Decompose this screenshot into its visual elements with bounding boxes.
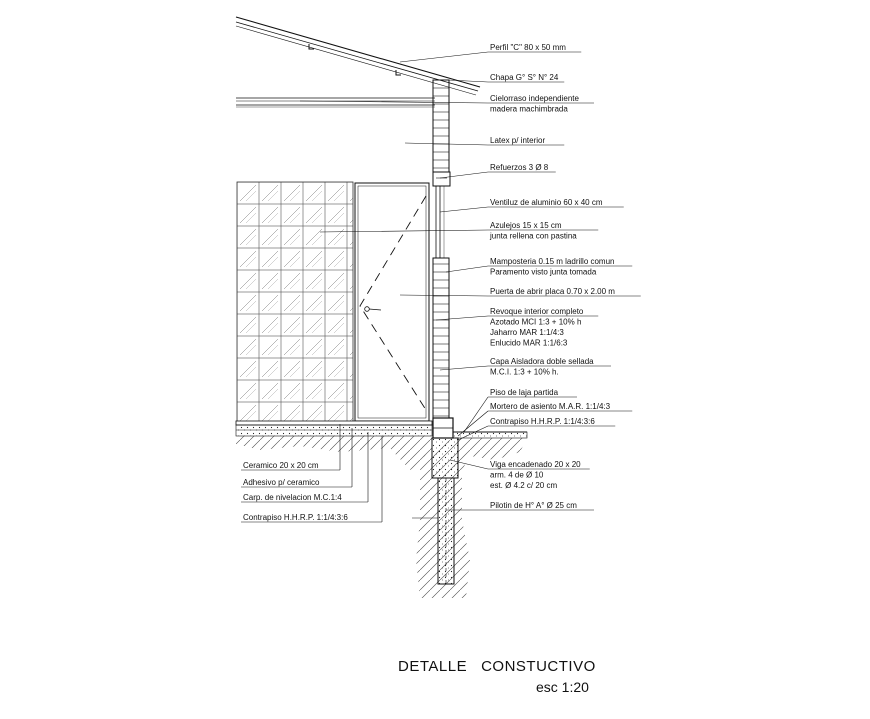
label-text: Capa Aisladora doble sellada (490, 357, 594, 366)
label-text: Mamposteria 0.15 m ladrillo comun (490, 257, 615, 266)
bond-beam (432, 171, 451, 187)
label-text: Mortero de asiento M.A.R. 1:1/4:3 (490, 402, 611, 411)
label-puerta: Puerta de abrir placa 0.70 x 2.00 m (399, 287, 641, 297)
leader-line (319, 229, 489, 233)
leader-line (299, 100, 489, 104)
leader-line (399, 51, 489, 63)
label-text: Ventiluz de aluminio 60 x 40 cm (490, 198, 603, 207)
label-text: Contrapiso H.H.R.P. 1:1/4:3:6 (243, 513, 348, 522)
label-text: Adhesivo p/ ceramico (243, 478, 320, 487)
label-text: Paramento visto junta tomada (490, 268, 597, 277)
label-text: est. Ø 4.2 c/ 20 cm (490, 481, 557, 490)
label-adhesivo: Adhesivo p/ ceramico (241, 428, 353, 488)
label-text: Perfil "C" 80 x 50 mm (490, 43, 566, 52)
label-text: Latex p/ interior (490, 136, 545, 145)
label-mortero: Mortero de asiento M.A.R. 1:1/4:3 (457, 402, 633, 437)
annotation-labels-right: Perfil "C" 80 x 50 mm Chapa G° S° N° 24 Ci… (299, 43, 641, 511)
leader-line (439, 171, 489, 179)
annotation-labels-left: Ceramico 20 x 20 cm Adhesivo p/ ceramicoC… (241, 424, 383, 523)
label-chapa: Chapa G° S° N° 24 (447, 73, 565, 83)
label-text: Pilotin de H° A° Ø 25 cm (490, 501, 577, 510)
label-perfil: Perfil "C" 80 x 50 mm (399, 43, 582, 63)
label-text: M.C.I. 1:3 + 10% h. (490, 368, 559, 377)
drawing-scale: esc 1:20 (536, 679, 589, 695)
label-text: Contrapiso H.H.R.P. 1:1/4:3:6 (490, 417, 595, 426)
label-viga: Viga encadenado 20 x 20 arm. 4 de Ø 10est… (449, 459, 590, 490)
leader-line (457, 425, 489, 441)
label-text: Puerta de abrir placa 0.70 x 2.00 m (490, 287, 615, 296)
label-text: Azotado MCI 1:3 + 10% h (490, 318, 581, 327)
label-text: Carp. de nivelacion M.C.1:4 (243, 493, 342, 502)
label-text: madera machimbrada (490, 105, 568, 114)
label-text: Refuerzos 3 Ø 8 (490, 163, 549, 172)
label-text: Cielorraso independiente (490, 94, 580, 103)
leader-line (439, 365, 489, 371)
label-mamposteria: Mamposteria 0.15 m ladrillo comunParamen… (445, 257, 633, 277)
label-contrapiso_r: Contrapiso H.H.R.P. 1:1/4:3:6 (457, 417, 616, 441)
leader-line (399, 294, 489, 297)
leader-line (447, 79, 489, 83)
leader-line (445, 265, 489, 273)
label-piso: Piso de laja partida (463, 388, 577, 433)
drawing-title: DETALLE CONSTUCTIVO (398, 658, 596, 675)
label-text: arm. 4 de Ø 10 (490, 471, 544, 480)
leader-line (449, 459, 489, 470)
label-text: Jaharro MAR 1:1/4:3 (490, 328, 564, 337)
label-ceramico: Ceramico 20 x 20 cm (241, 424, 341, 471)
leader-line (439, 206, 489, 213)
lower-brick-wall (432, 257, 450, 419)
label-text: Revoque interior completo (490, 307, 584, 316)
upper-brick-wall (432, 79, 450, 173)
label-carpeta: Carp. de nivelacion M.C.1:4 (241, 432, 369, 503)
label-text: Viga encadenado 20 x 20 (490, 460, 581, 469)
door-elevation (354, 182, 430, 422)
label-refuerzos: Refuerzos 3 Ø 8 (439, 163, 556, 179)
leader-line (457, 410, 489, 437)
tiled-wall (236, 181, 354, 423)
label-text: Enlucido MAR 1:1/6:3 (490, 339, 568, 348)
floor-layers (235, 420, 528, 439)
label-ventiluz: Ventiluz de aluminio 60 x 40 cm (439, 198, 624, 213)
label-text: Azulejos 15 x 15 cm (490, 221, 562, 230)
label-text: Piso de laja partida (490, 388, 559, 397)
label-text: junta rellena con pastina (489, 232, 577, 241)
ceiling-boards (236, 97, 435, 108)
label-contrapiso_l: Contrapiso H.H.R.P. 1:1/4:3:6 (241, 436, 383, 523)
label-azulejos: Azulejos 15 x 15 cm junta rellena con pas… (319, 221, 599, 241)
label-cielorraso: Cielorraso independiente madera machimbra… (299, 94, 594, 114)
label-text: Ceramico 20 x 20 cm (243, 461, 319, 470)
label-text: Chapa G° S° N° 24 (490, 73, 559, 82)
leader-line (404, 142, 489, 146)
leader-line (435, 315, 489, 321)
label-latex: Latex p/ interior (404, 136, 565, 146)
label-pilotin: Pilotin de H° A° Ø 25 cm (446, 501, 594, 511)
window-vent (435, 186, 445, 258)
foundation-beam (431, 437, 459, 479)
leader-line (463, 396, 489, 433)
